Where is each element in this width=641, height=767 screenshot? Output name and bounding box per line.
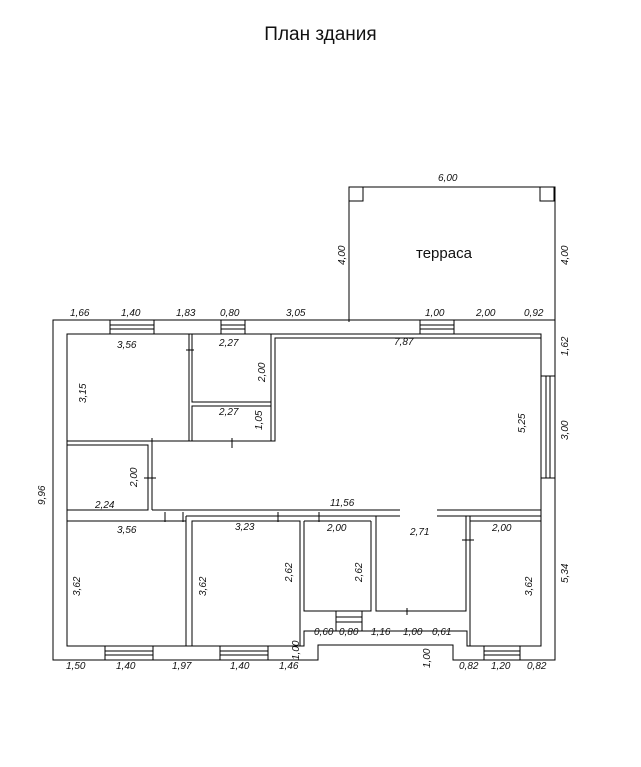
window-bottom-3 [335,610,363,632]
window-bottom-4 [483,645,521,661]
window-top-3 [419,319,455,335]
dim-bottom-3: 1,97 [172,661,192,672]
dim-room-top-left-width: 3,56 [117,340,137,351]
dim-top-7: 2,00 [475,308,496,319]
window-top-2 [220,319,246,335]
dim-bottom-8: 1,16 [371,627,391,638]
terrace-outline [348,186,556,322]
dim-bottom-9: 1,00 [403,627,423,638]
dim-bottom-6: 0,60 [314,627,334,638]
dim-bottom-11: 0,82 [459,661,479,672]
dim-left-wall: 9,96 [37,485,48,505]
dim-top-4: 0,80 [220,308,240,319]
dim-bath-lower-width: 2,27 [218,407,239,418]
dim-terrace-depth-right: 4,00 [560,245,571,265]
dim-bath-upper-width: 2,27 [218,338,239,349]
room-bottom-left [66,520,187,647]
window-top-1 [109,319,155,335]
hall-wall-left [270,334,541,442]
dim-room-bottom-middle-inner: 2,62 [284,562,295,583]
dim-top-1: 1,66 [70,308,90,319]
dim-bath-lower-height: 1,05 [254,410,265,430]
dim-terrace-width: 6,00 [438,173,458,184]
dim-bottom-2: 1,40 [116,661,136,672]
dim-bath-upper-height: 2,00 [257,362,268,383]
dim-closet-height: 2,00 [129,467,140,488]
dim-top-3: 1,83 [176,308,196,319]
dim-bottom-12: 1,20 [491,661,511,672]
dim-living-height: 5,25 [517,413,528,433]
dim-top-2: 1,40 [121,308,141,319]
dim-room-small-width: 2,00 [326,523,347,534]
terrace-label: терраса [416,245,473,262]
dim-room-bottom-left-width: 3,56 [117,525,137,536]
dim-top-6: 1,00 [425,308,445,319]
terrace-post-right [539,186,555,202]
corridor-wall-right [437,509,541,517]
dim-right-3: 5,34 [560,563,571,583]
dim-bottom-13: 0,82 [527,661,547,672]
dim-vestibule-width: 2,71 [409,527,429,538]
dim-bottom-7: 0,80 [339,627,359,638]
terrace-post-left [348,186,364,202]
dim-room-bottom-left-height: 3,62 [72,576,83,596]
window-right [540,375,556,479]
plan-title: План здания [264,24,377,45]
dim-corridor-length: 11,56 [330,498,355,509]
dim-bottom-1: 1,50 [66,661,86,672]
dim-closet-width: 2,24 [94,500,115,511]
corridor-wall-top [152,509,400,521]
dim-room-bottom-middle-height: 3,62 [198,576,209,596]
dim-hall-length: 7,87 [394,337,414,348]
dim-bottom-10: 0,61 [432,627,451,638]
dim-room-bottom-middle-width: 3,23 [235,522,255,533]
dim-bottom-4: 1,40 [230,661,250,672]
dim-terrace-depth-left: 4,00 [337,245,348,265]
dim-bottom-extra-1: 1,00 [291,640,302,660]
window-bottom-2 [219,645,269,661]
dim-right-2: 3,00 [560,420,571,440]
dim-top-8: 0,92 [524,308,544,319]
dim-bottom-5: 1,46 [279,661,299,672]
dim-right-1: 1,62 [560,336,571,356]
window-bottom-1 [104,645,154,661]
dim-top-5: 3,05 [286,308,306,319]
dim-room-bottom-right-height: 3,62 [524,576,535,596]
dim-room-small-height: 2,62 [354,562,365,583]
dim-room-top-left-height: 3,15 [78,383,89,403]
dim-room-bottom-right-width: 2,00 [491,523,512,534]
dim-bottom-extra-2: 1,00 [422,648,433,668]
